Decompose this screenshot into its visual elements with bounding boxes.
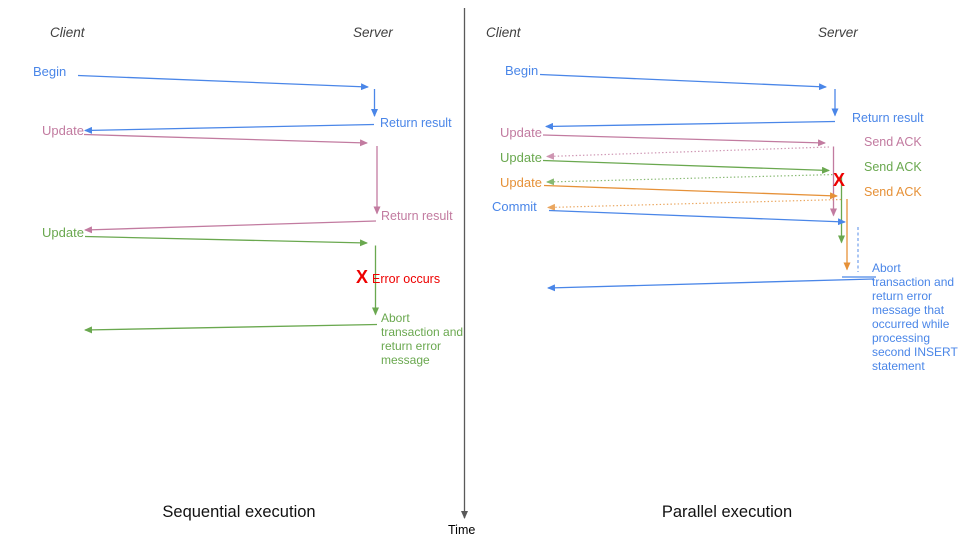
seq-abort-return-arrow	[84, 323, 378, 334]
par-begin-label: Begin	[505, 63, 539, 78]
seq-error-occurs-label: Error occurs	[372, 272, 441, 286]
par-abort-return-arrow	[547, 278, 874, 292]
par-caption: Parallel execution	[661, 503, 793, 521]
par-return-result-arrow	[545, 120, 836, 130]
par-send-ack-1-arrow	[546, 146, 830, 160]
par-send-ack-2-arrow	[546, 173, 837, 186]
par-send-ack-3-arrow	[547, 198, 842, 211]
seq-update-2-request-arrow	[84, 235, 368, 247]
seq-return-result-2-arrow	[84, 220, 377, 234]
seq-return-result-1-arrow	[84, 123, 375, 134]
seq-return-result-2-label: Return result	[381, 209, 453, 223]
seq-begin-label: Begin	[33, 64, 67, 79]
par-begin-request-arrow	[539, 73, 827, 91]
par-error-x-icon: X	[833, 170, 846, 190]
par-update-1-request-arrow	[542, 134, 826, 147]
par-send-ack-2-label: Send ACK	[864, 160, 922, 174]
par-commit-label: Commit	[492, 199, 537, 214]
par-send-ack-1-label: Send ACK	[864, 135, 922, 149]
seq-caption: Sequential execution	[162, 503, 316, 521]
seq-server-header: Server	[353, 25, 393, 40]
seq-error-x-icon: X	[356, 267, 369, 287]
seq-abort-note: Abort transaction and return error messa…	[381, 311, 464, 367]
seq-update-1-request-arrow	[83, 133, 368, 147]
par-return-result-label: Return result	[852, 111, 924, 125]
par-server-header: Server	[818, 25, 858, 40]
par-send-ack-3-label: Send ACK	[864, 185, 922, 199]
seq-return-result-1-label: Return result	[380, 116, 452, 130]
par-update-2-label: Update	[500, 150, 542, 165]
par-update-3-label: Update	[500, 175, 542, 190]
seq-update-2-label: Update	[42, 225, 84, 240]
seq-client-header: Client	[50, 25, 85, 40]
par-update-3-request-arrow	[543, 184, 838, 200]
par-abort-note: Abort transaction and return error messa…	[872, 261, 958, 373]
par-update-1-label: Update	[500, 125, 542, 140]
seq-update-1-label: Update	[42, 123, 84, 138]
par-client-header: Client	[486, 25, 521, 40]
par-commit-request-arrow	[548, 209, 846, 226]
seq-begin-request-arrow	[77, 74, 369, 91]
par-update-2-request-arrow	[542, 159, 830, 174]
time-axis-label: Time	[448, 523, 476, 537]
